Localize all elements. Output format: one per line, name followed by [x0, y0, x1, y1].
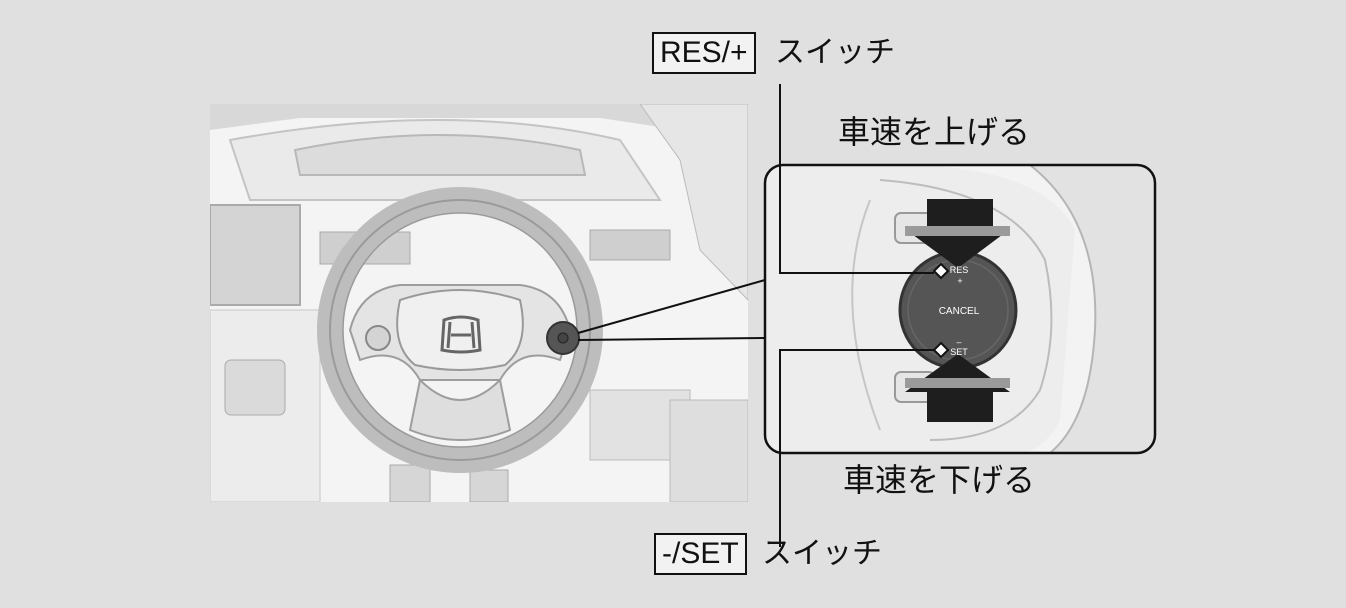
- res-text: RES: [950, 265, 969, 275]
- detail-frame: [763, 163, 1157, 455]
- set-switch-suffix: スイッチ: [762, 536, 882, 571]
- minus-text: –: [956, 337, 961, 347]
- set-text: SET: [950, 347, 968, 357]
- brand-logo: [440, 315, 482, 354]
- res-switch-suffix: スイッチ: [775, 35, 895, 70]
- set-switch-key: -/SET: [654, 533, 747, 575]
- speed-down-caption: 車速を下げる: [843, 461, 1036, 499]
- speed-up-arrow: [905, 199, 1010, 268]
- plus-text: +: [957, 276, 962, 286]
- res-switch-key: RES/+: [652, 32, 756, 74]
- cancel-text: CANCEL: [939, 306, 980, 317]
- speed-down-arrow: [905, 354, 1010, 422]
- speed-up-caption: 車速を上げる: [838, 113, 1031, 151]
